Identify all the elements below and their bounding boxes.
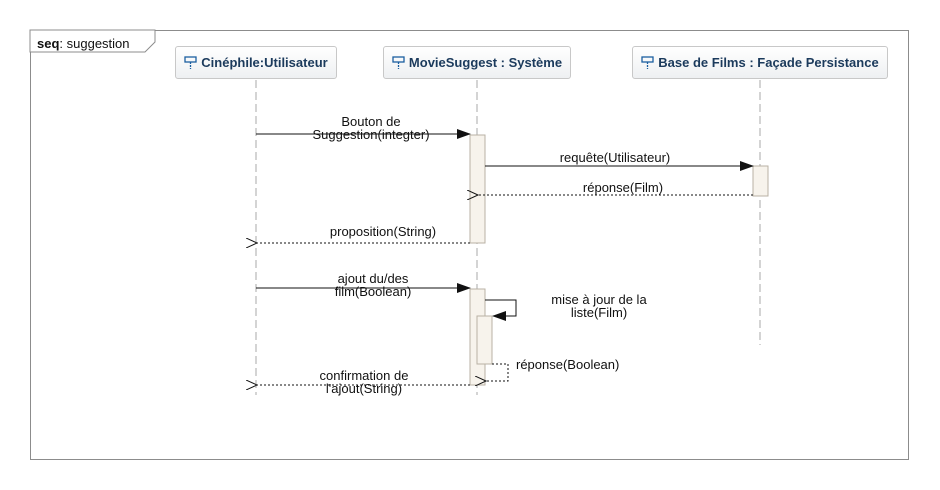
lifeline-icon <box>641 55 654 69</box>
lifeline-head-moviesuggest[interactable]: MovieSuggest : Système <box>383 46 571 79</box>
lifeline-icon <box>392 55 405 69</box>
lifeline-icon <box>184 55 197 69</box>
message-label-ajout: ajout du/des film(Boolean) <box>298 272 448 298</box>
message-label-line: mise à jour de la <box>551 292 647 307</box>
message-label-line: l'ajout(String) <box>325 381 403 396</box>
message-arrow-self-mise-a-jour <box>485 299 517 321</box>
message-label-requete: requête(Utilisateur) <box>559 150 671 165</box>
lifeline-label: Cinéphile:Utilisateur <box>201 55 328 70</box>
message-label-line: confirmation de <box>319 368 409 383</box>
frame-name: : suggestion <box>59 36 130 51</box>
message-label-mise-a-jour: mise à jour de la liste(Film) <box>524 293 674 319</box>
activation-moviesuggest-1 <box>469 134 486 244</box>
lifeline-head-cinephile[interactable]: Cinéphile:Utilisateur <box>175 46 337 79</box>
message-arrow-reponse-boolean <box>486 363 509 381</box>
lifeline-label: MovieSuggest : Système <box>408 55 563 70</box>
message-label-bouton: Bouton de Suggestion(integter) <box>296 115 446 141</box>
frame-tab <box>29 29 156 53</box>
frame-label: seq: suggestion <box>37 36 130 51</box>
message-label-line: liste(Film) <box>570 305 628 320</box>
message-label-reponse-boolean: réponse(Boolean) <box>516 357 620 372</box>
message-label-line: Suggestion(integter) <box>312 127 430 142</box>
message-label-line: film(Boolean) <box>334 284 412 299</box>
message-label-proposition: proposition(String) <box>329 224 437 239</box>
message-label-confirmation: confirmation de l'ajout(String) <box>289 369 439 395</box>
message-label-line: ajout du/des <box>337 271 409 286</box>
message-label-line: Bouton de <box>341 114 401 129</box>
sequence-frame <box>30 30 909 460</box>
message-label-reponse-film: réponse(Film) <box>582 180 664 195</box>
activation-moviesuggest-nested <box>476 315 493 365</box>
lifeline-label: Base de Films : Façade Persistance <box>658 55 879 70</box>
frame-keyword: seq <box>37 36 60 51</box>
lifeline-head-basefilms[interactable]: Base de Films : Façade Persistance <box>632 46 888 79</box>
activation-basefilms <box>752 165 769 197</box>
